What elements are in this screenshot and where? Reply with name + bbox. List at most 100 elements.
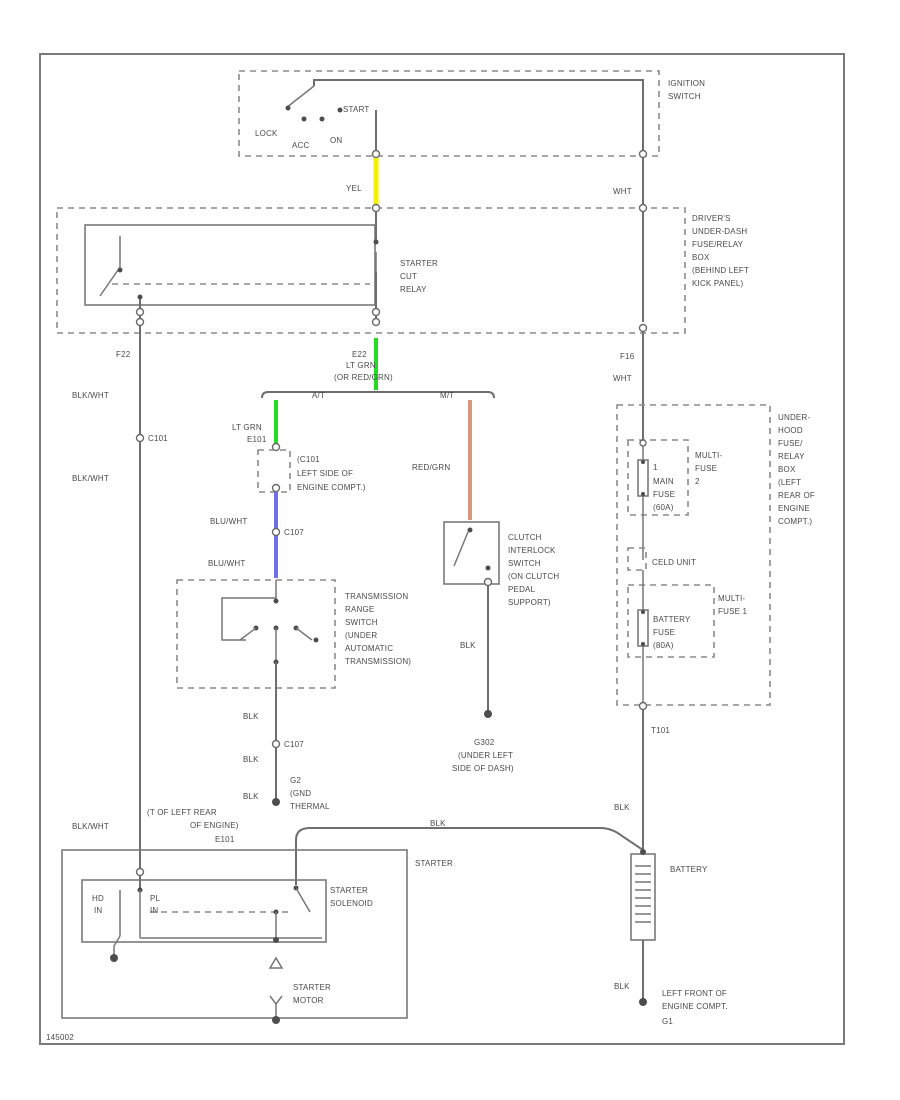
ignition-lock: LOCK	[255, 129, 278, 138]
relay-label-1: STARTER	[400, 259, 438, 268]
battery-fuse-1: BATTERY	[653, 615, 691, 624]
label-c101-left-2: ENGINE COMPT.)	[297, 483, 366, 492]
label-lt-grn-or-2: (OR RED/GRN)	[334, 373, 393, 382]
clutch-label-1: CLUTCH	[508, 533, 542, 542]
under-hood-title-8: ENGINE	[778, 504, 810, 513]
under-hood-fuse-box: 1 MAIN FUSE (60A) MULTI- FUSE 2 CELD UNI…	[616, 404, 815, 711]
under-hood-title-5: BOX	[778, 465, 796, 474]
battery-label: BATTERY	[670, 865, 708, 874]
label-c101-left-1: LEFT SIDE OF	[297, 469, 353, 478]
label-e22: E22	[352, 350, 367, 359]
clutch-interlock-switch: CLUTCH INTERLOCK SWITCH (ON CLUTCH PEDAL…	[443, 521, 559, 607]
clutch-label-5: PEDAL	[508, 585, 536, 594]
label-g1-loc-1: LEFT FRONT OF	[662, 989, 727, 998]
under-hood-title-4: RELAY	[778, 452, 805, 461]
label-c107: C107	[284, 528, 304, 537]
clutch-label-3: SWITCH	[508, 559, 541, 568]
label-c107-b: C107	[284, 740, 304, 749]
label-blk-wht-starter: BLK/WHT	[72, 822, 109, 831]
ignition-on: ON	[330, 136, 342, 145]
under-hood-title-2: HOOD	[778, 426, 803, 435]
starter-hold-1: HD	[92, 894, 104, 903]
main-fuse-2: FUSE	[653, 490, 675, 499]
multi-fuse-2-a: MULTI-	[718, 594, 745, 603]
multi-fuse-1-c: 2	[695, 477, 700, 486]
drivers-under-dash-fuse-box: DRIVER'S UNDER-DASH FUSE/RELAY BOX (BEHI…	[56, 203, 749, 334]
label-blk-wht-2: BLK/WHT	[72, 474, 109, 483]
ignition-title-1: IGNITION	[668, 79, 705, 88]
label-c101: C101	[148, 434, 168, 443]
fuse-num-1: 1	[653, 463, 658, 472]
label-lt-grn-or: LT GRN	[346, 361, 376, 370]
under-dash-title-1: DRIVER'S	[692, 214, 731, 223]
g302-label-3: SIDE OF DASH)	[452, 764, 514, 773]
under-dash-title-6: KICK PANEL)	[692, 279, 744, 288]
ignition-switch: IGNITION SWITCH START LOCK ACC ON	[238, 70, 705, 159]
label-blk-1: BLK	[243, 712, 259, 721]
label-g2-loc-2: OF ENGINE)	[190, 821, 239, 830]
label-blk-2: BLK	[243, 755, 259, 764]
under-dash-title-3: FUSE/RELAY	[692, 240, 744, 249]
main-fuse-1: MAIN	[653, 477, 674, 486]
battery-fuse-3: (80A)	[653, 641, 674, 650]
starter-pull-2: IN	[150, 906, 158, 915]
ignition-acc: ACC	[292, 141, 310, 150]
label-g2-desc-1: (GND	[290, 789, 311, 798]
label-red-grn: RED/GRN	[412, 463, 450, 472]
diagram-code: 145002	[46, 1033, 74, 1042]
label-lt-grn: LT GRN	[232, 423, 262, 432]
starter-motor-1: STARTER	[293, 983, 331, 992]
label-e101-b: E101	[215, 835, 235, 844]
label-blk-wht-1: BLK/WHT	[72, 391, 109, 400]
label-t101: T101	[651, 726, 670, 735]
label-f16: F16	[620, 352, 635, 361]
under-hood-title-6: (LEFT	[778, 478, 801, 487]
multi-fuse-2-b: FUSE 1	[718, 607, 748, 616]
under-hood-title-1: UNDER-	[778, 413, 810, 422]
starter-pull-1: PL	[150, 894, 161, 903]
label-c101-head: (C101	[297, 455, 320, 464]
under-dash-title-4: BOX	[692, 253, 710, 262]
label-blk-3: BLK	[243, 792, 259, 801]
transmission-range-switch: TRANSMISSION RANGE SWITCH (UNDER AUTOMAT…	[176, 579, 411, 690]
label-blk-batt-wire: BLK	[430, 819, 446, 828]
under-hood-title-7: REAR OF	[778, 491, 815, 500]
g302-label-2: (UNDER LEFT	[458, 751, 513, 760]
trans-label-6: TRANSMISSION)	[345, 657, 411, 666]
label-blk-batt-bottom: BLK	[614, 982, 630, 991]
under-hood-title-9: COMPT.)	[778, 517, 812, 526]
multi-fuse-1-a: MULTI-	[695, 451, 722, 460]
clutch-label-2: INTERLOCK	[508, 546, 556, 555]
label-wht-right: WHT	[613, 374, 632, 383]
label-g2-desc-2: THERMAL	[290, 802, 330, 811]
label-blu-wht-2: BLU/WHT	[208, 559, 245, 568]
trans-label-1: TRANSMISSION	[345, 592, 408, 601]
starter-assembly: STARTER HD IN PL IN STARTER SOLENOID STA…	[61, 849, 453, 1024]
relay-label-2: CUT	[400, 272, 417, 281]
ignition-title-2: SWITCH	[668, 92, 701, 101]
trans-label-5: AUTOMATIC	[345, 644, 393, 653]
starter-solenoid-1: STARTER	[330, 886, 368, 895]
label-g1: G1	[662, 1017, 673, 1026]
label-blk-batt-top: BLK	[614, 803, 630, 812]
under-dash-title-5: (BEHIND LEFT	[692, 266, 749, 275]
trans-label-4: (UNDER	[345, 631, 377, 640]
label-blk-clutch: BLK	[460, 641, 476, 650]
label-f22: F22	[116, 350, 131, 359]
trans-label-2: RANGE	[345, 605, 374, 614]
starter-solenoid-2: SOLENOID	[330, 899, 373, 908]
cold-unit: CELD UNIT	[652, 558, 696, 567]
ignition-start: START	[343, 105, 369, 114]
label-g2-loc-1: (T OF LEFT REAR	[147, 808, 217, 817]
main-fuse-3: (60A)	[653, 503, 674, 512]
label-mt: M/T	[440, 391, 454, 400]
multi-fuse-1-b: FUSE	[695, 464, 717, 473]
g302-label-1: G302	[474, 738, 495, 747]
under-hood-title-3: FUSE/	[778, 439, 803, 448]
clutch-label-4: (ON CLUTCH	[508, 572, 559, 581]
label-at: A/T	[312, 391, 325, 400]
label-yel: YEL	[346, 184, 362, 193]
label-blu-wht-1: BLU/WHT	[210, 517, 247, 526]
label-g2: G2	[290, 776, 301, 785]
